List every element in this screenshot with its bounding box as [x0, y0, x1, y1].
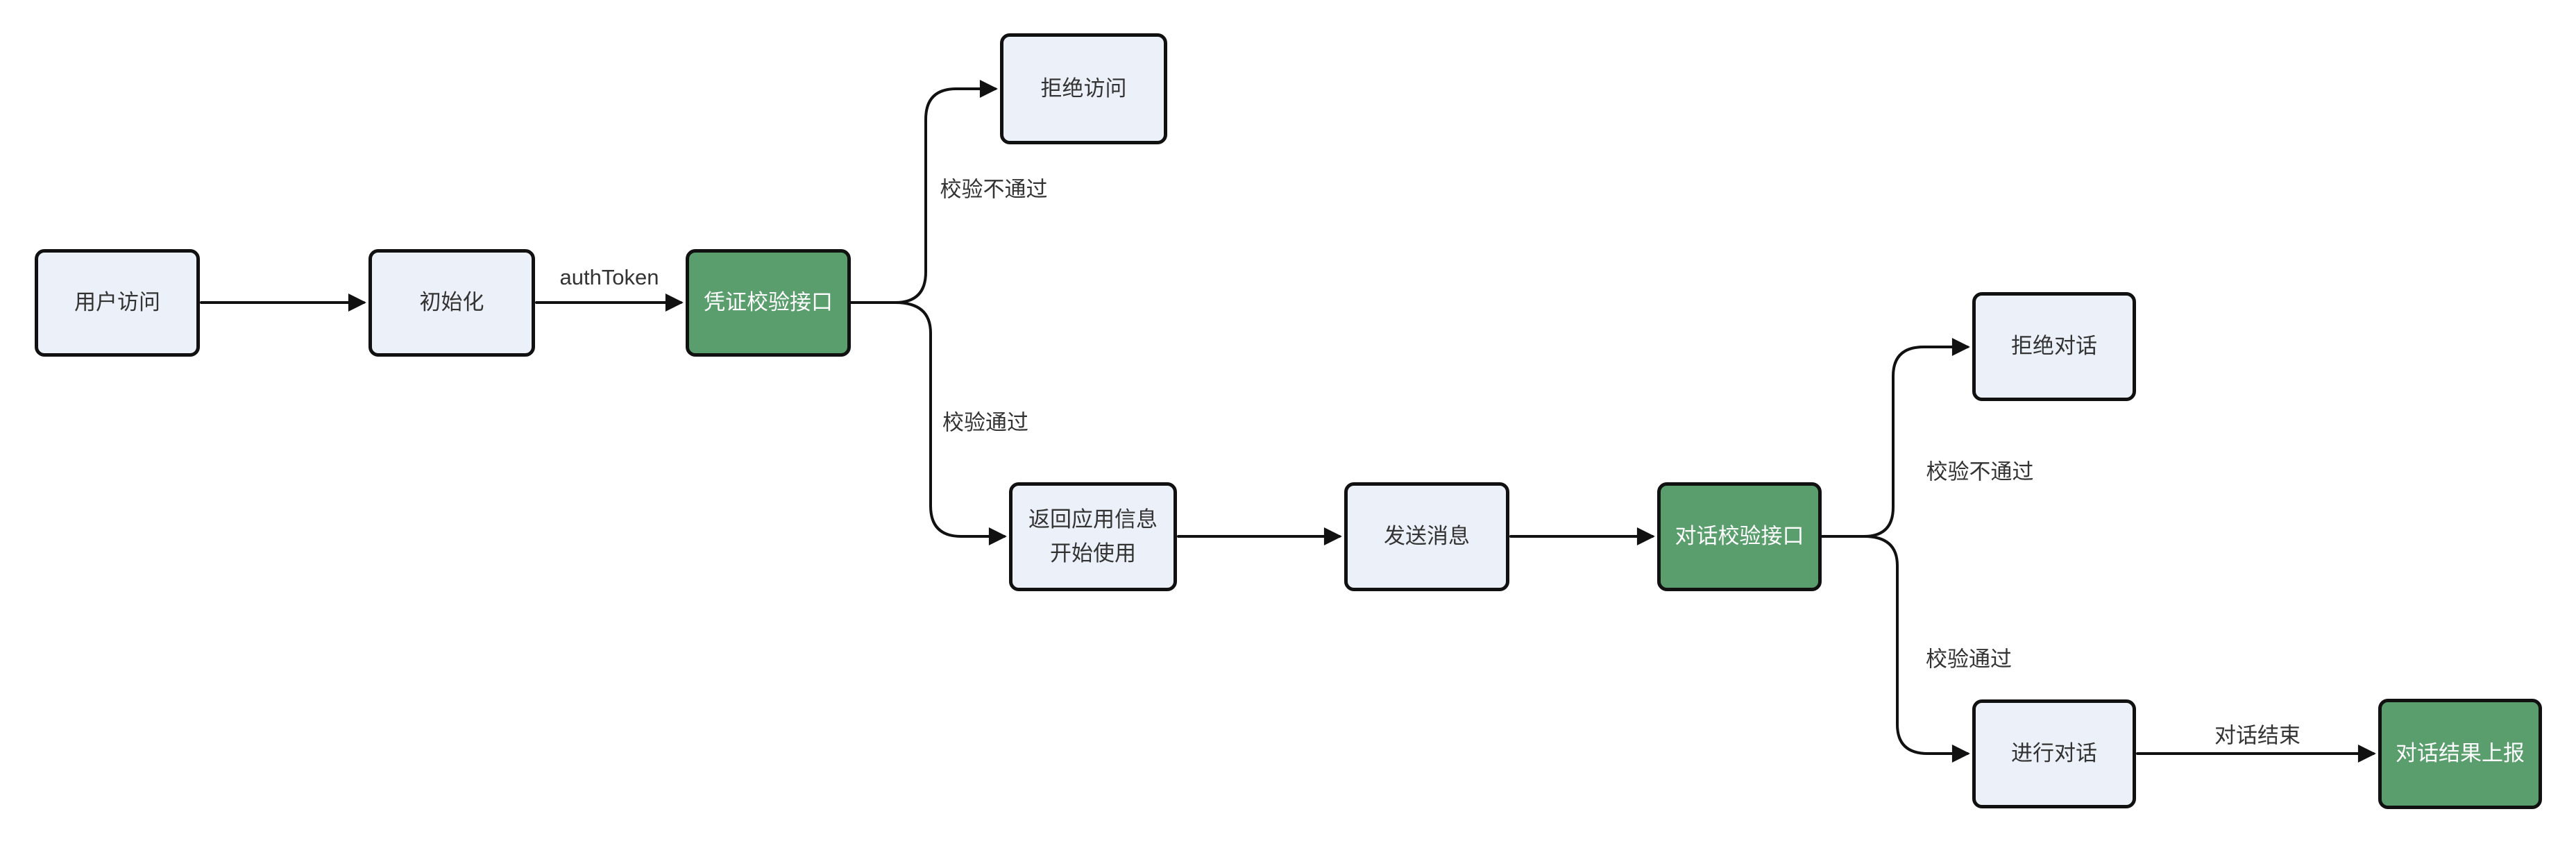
edge-label-check-pass-2: 校验通过: [1923, 641, 2015, 673]
node-dialog-result-report: 对话结果上报: [2378, 699, 2542, 809]
node-user-access: 用户访问: [35, 249, 200, 357]
node-send-message: 发送消息: [1344, 482, 1509, 591]
node-deny-access: 拒绝访问: [1000, 33, 1167, 144]
edge-credential-check-api-to-return-app-info: [849, 301, 1007, 545]
edge-label-check-pass-1: 校验通过: [940, 405, 1031, 436]
edge-dialog-check-api-to-deny-dialog: [1820, 338, 1970, 538]
edge-label-authtoken: authToken: [557, 265, 662, 290]
edge-label-dialog-end: 对话结束: [2212, 717, 2303, 749]
node-do-dialog: 进行对话: [1972, 699, 2136, 808]
node-init: 初始化: [368, 249, 535, 357]
node-credential-check-api: 凭证校验接口: [686, 249, 851, 357]
edge-dialog-check-api-to-do-dialog: [1820, 535, 1970, 763]
node-return-app-info: 返回应用信息 开始使用: [1009, 482, 1177, 591]
node-deny-dialog: 拒绝对话: [1972, 292, 2136, 401]
edge-label-check-fail-1: 校验不通过: [937, 171, 1051, 203]
edge-label-check-fail-2: 校验不通过: [1923, 454, 2037, 486]
node-dialog-check-api: 对话校验接口: [1657, 482, 1822, 591]
edge-credential-check-api-to-deny-access: [849, 80, 998, 304]
